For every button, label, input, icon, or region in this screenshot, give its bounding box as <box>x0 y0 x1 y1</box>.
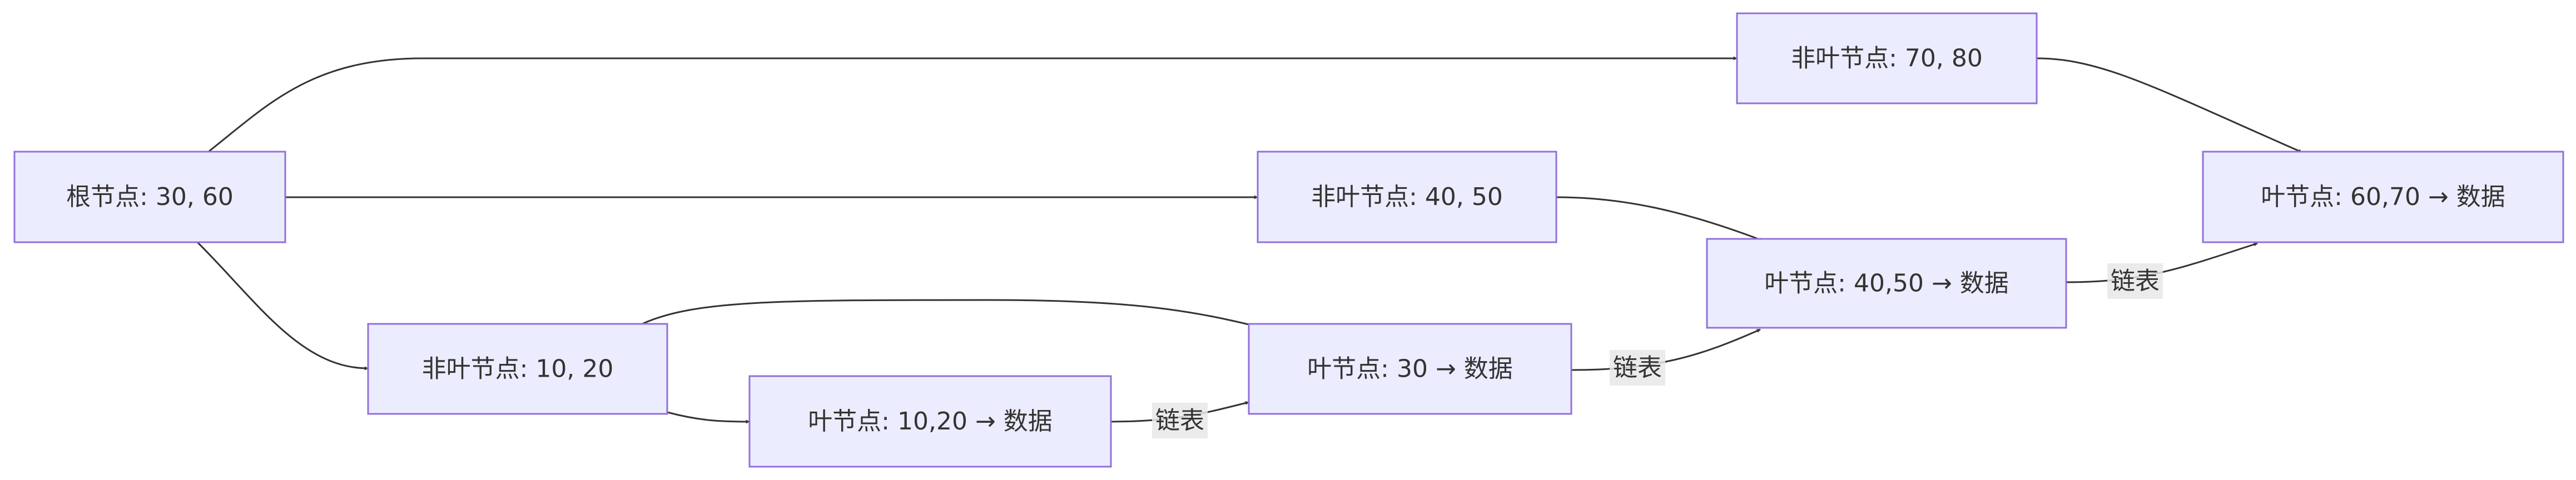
node-leaf-10-20: 叶节点: 10,20 → 数据 <box>748 375 1112 468</box>
node-leaf-40-50: 叶节点: 40,50 → 数据 <box>1706 238 2067 329</box>
node-leaf-60-70: 叶节点: 60,70 → 数据 <box>2202 151 2564 243</box>
node-label: 根节点: 30, 60 <box>66 183 234 211</box>
node-label: 叶节点: 60,70 → 数据 <box>2261 183 2505 211</box>
nodes: 根节点: 30, 60 非叶节点: 10, 20 非叶节点: 40, 50 非叶… <box>13 12 2564 468</box>
edge-label-text: 链表 <box>1613 354 1662 382</box>
edge-labels: 链表 链表 链表 <box>1152 263 2163 438</box>
node-label: 叶节点: 30 → 数据 <box>1307 355 1513 383</box>
node-label: 叶节点: 40,50 → 数据 <box>1764 269 2009 298</box>
edge-label-leaf1-leaf2: 链表 <box>1152 403 1208 438</box>
edge-root-nl3 <box>208 56 1738 153</box>
node-nonleaf-40-50: 非叶节点: 40, 50 <box>1257 151 1557 243</box>
node-label: 非叶节点: 10, 20 <box>422 355 614 383</box>
node-label: 非叶节点: 40, 50 <box>1311 183 1503 211</box>
edge-leaf3-leaf4 <box>2066 242 2258 283</box>
node-label: 非叶节点: 70, 80 <box>1791 44 1983 73</box>
edge-label-leaf3-leaf4: 链表 <box>2107 263 2163 299</box>
node-nonleaf-70-80: 非叶节点: 70, 80 <box>1736 12 2038 104</box>
edge-root-nl1 <box>196 241 369 371</box>
edge-nl3-leaf4 <box>2036 57 2302 153</box>
edge-label-text: 链表 <box>2111 267 2160 296</box>
edges <box>196 56 2302 424</box>
edge-leaf2-leaf3 <box>1571 328 1761 371</box>
edge-label-text: 链表 <box>1155 407 1204 435</box>
node-label: 叶节点: 10,20 → 数据 <box>808 407 1053 436</box>
node-leaf-30: 叶节点: 30 → 数据 <box>1248 323 1572 415</box>
edge-nl2-leaf3 <box>1556 196 1763 242</box>
node-root: 根节点: 30, 60 <box>13 151 286 243</box>
edge-nl1-leaf1 <box>667 411 750 424</box>
edge-label-leaf2-leaf3: 链表 <box>1610 350 1665 386</box>
edge-nl1-leaf2 <box>642 299 1263 329</box>
node-nonleaf-10-20: 非叶节点: 10, 20 <box>367 323 668 415</box>
